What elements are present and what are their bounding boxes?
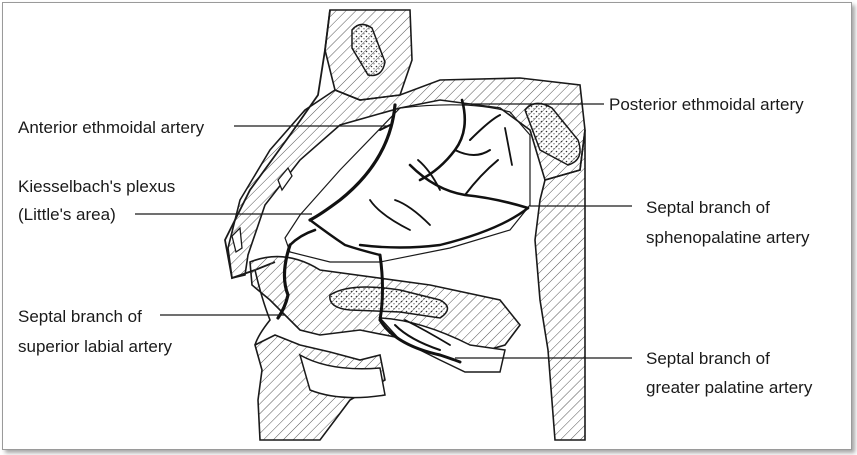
nasal-cartilage-upper xyxy=(277,166,293,192)
frontal-sinus xyxy=(351,23,386,77)
nasal-roof xyxy=(227,77,586,279)
anterior-ethmoidal-artery xyxy=(308,103,397,222)
label-sphenopalatine-1: Septal branch of xyxy=(646,198,770,217)
mouth-opening xyxy=(298,353,386,399)
palate-bone-dotted xyxy=(329,286,449,319)
label-greater-palatine-2: greater palatine artery xyxy=(646,378,813,397)
label-kiesselbach-1: Kiesselbach's plexus xyxy=(18,177,175,196)
figure-frame xyxy=(2,2,852,450)
label-sphenopalatine-2: sphenopalatine artery xyxy=(646,228,810,247)
nasal-cartilage-lower xyxy=(231,226,243,254)
label-anterior-ethmoidal: Anterior ethmoidal artery xyxy=(18,118,205,137)
label-greater-palatine-1: Septal branch of xyxy=(646,349,770,368)
nose-profile xyxy=(224,9,331,280)
superior-labial-artery xyxy=(276,243,292,320)
septum-outline xyxy=(284,104,531,263)
label-superior-labial-2: superior labial artery xyxy=(18,337,173,356)
greater-palatine-artery xyxy=(378,253,462,364)
label-superior-labial-1: Septal branch of xyxy=(18,307,142,326)
label-kiesselbach-2: (Little's area) xyxy=(18,205,116,224)
arteries xyxy=(276,98,530,364)
label-posterior-ethmoidal: Posterior ethmoidal artery xyxy=(609,95,804,114)
upper-lip-profile xyxy=(254,269,271,346)
sphenoid-region xyxy=(534,129,586,441)
leader-lines xyxy=(135,103,632,359)
